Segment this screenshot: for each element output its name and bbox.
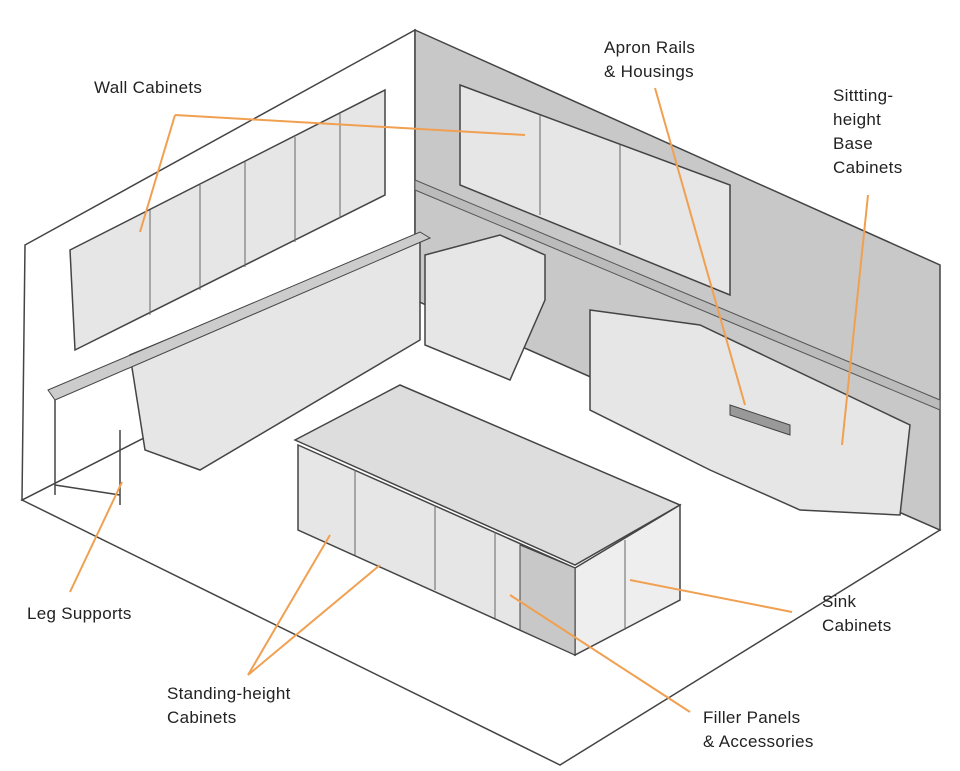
leader-filler (509, 594, 691, 713)
label-sink-cabinets: Sink Cabinets (822, 592, 892, 635)
leader-standing-1 (247, 534, 331, 676)
leader-apron-rails (654, 87, 746, 406)
label-filler-panels: Filler Panels & Accessories (703, 708, 814, 751)
left-countertop (47, 231, 432, 401)
corner-cabinet (424, 234, 546, 381)
wall-cabinets-left (69, 88, 386, 352)
leader-wall-cabinets-1 (139, 114, 176, 233)
chair-rail (414, 179, 941, 411)
leader-leg-supports (69, 481, 123, 593)
label-leg-supports: Leg Supports (27, 604, 132, 623)
leader-sink (629, 579, 793, 613)
leader-wall-cabinets-2 (174, 114, 526, 136)
leader-sitting-height (841, 194, 869, 446)
label-sitting-height: Sittting- height Base Cabinets (833, 86, 903, 177)
label-wall-cabinets: Wall Cabinets (94, 78, 203, 97)
label-apron-rails: Apron Rails & Housings (604, 38, 696, 81)
wall-cabinets-right (459, 83, 731, 297)
leader-standing-2 (247, 564, 381, 676)
apron-housing (729, 404, 791, 436)
leg-support-frame (54, 400, 121, 505)
label-standing-height: Standing-height Cabinets (167, 684, 291, 727)
